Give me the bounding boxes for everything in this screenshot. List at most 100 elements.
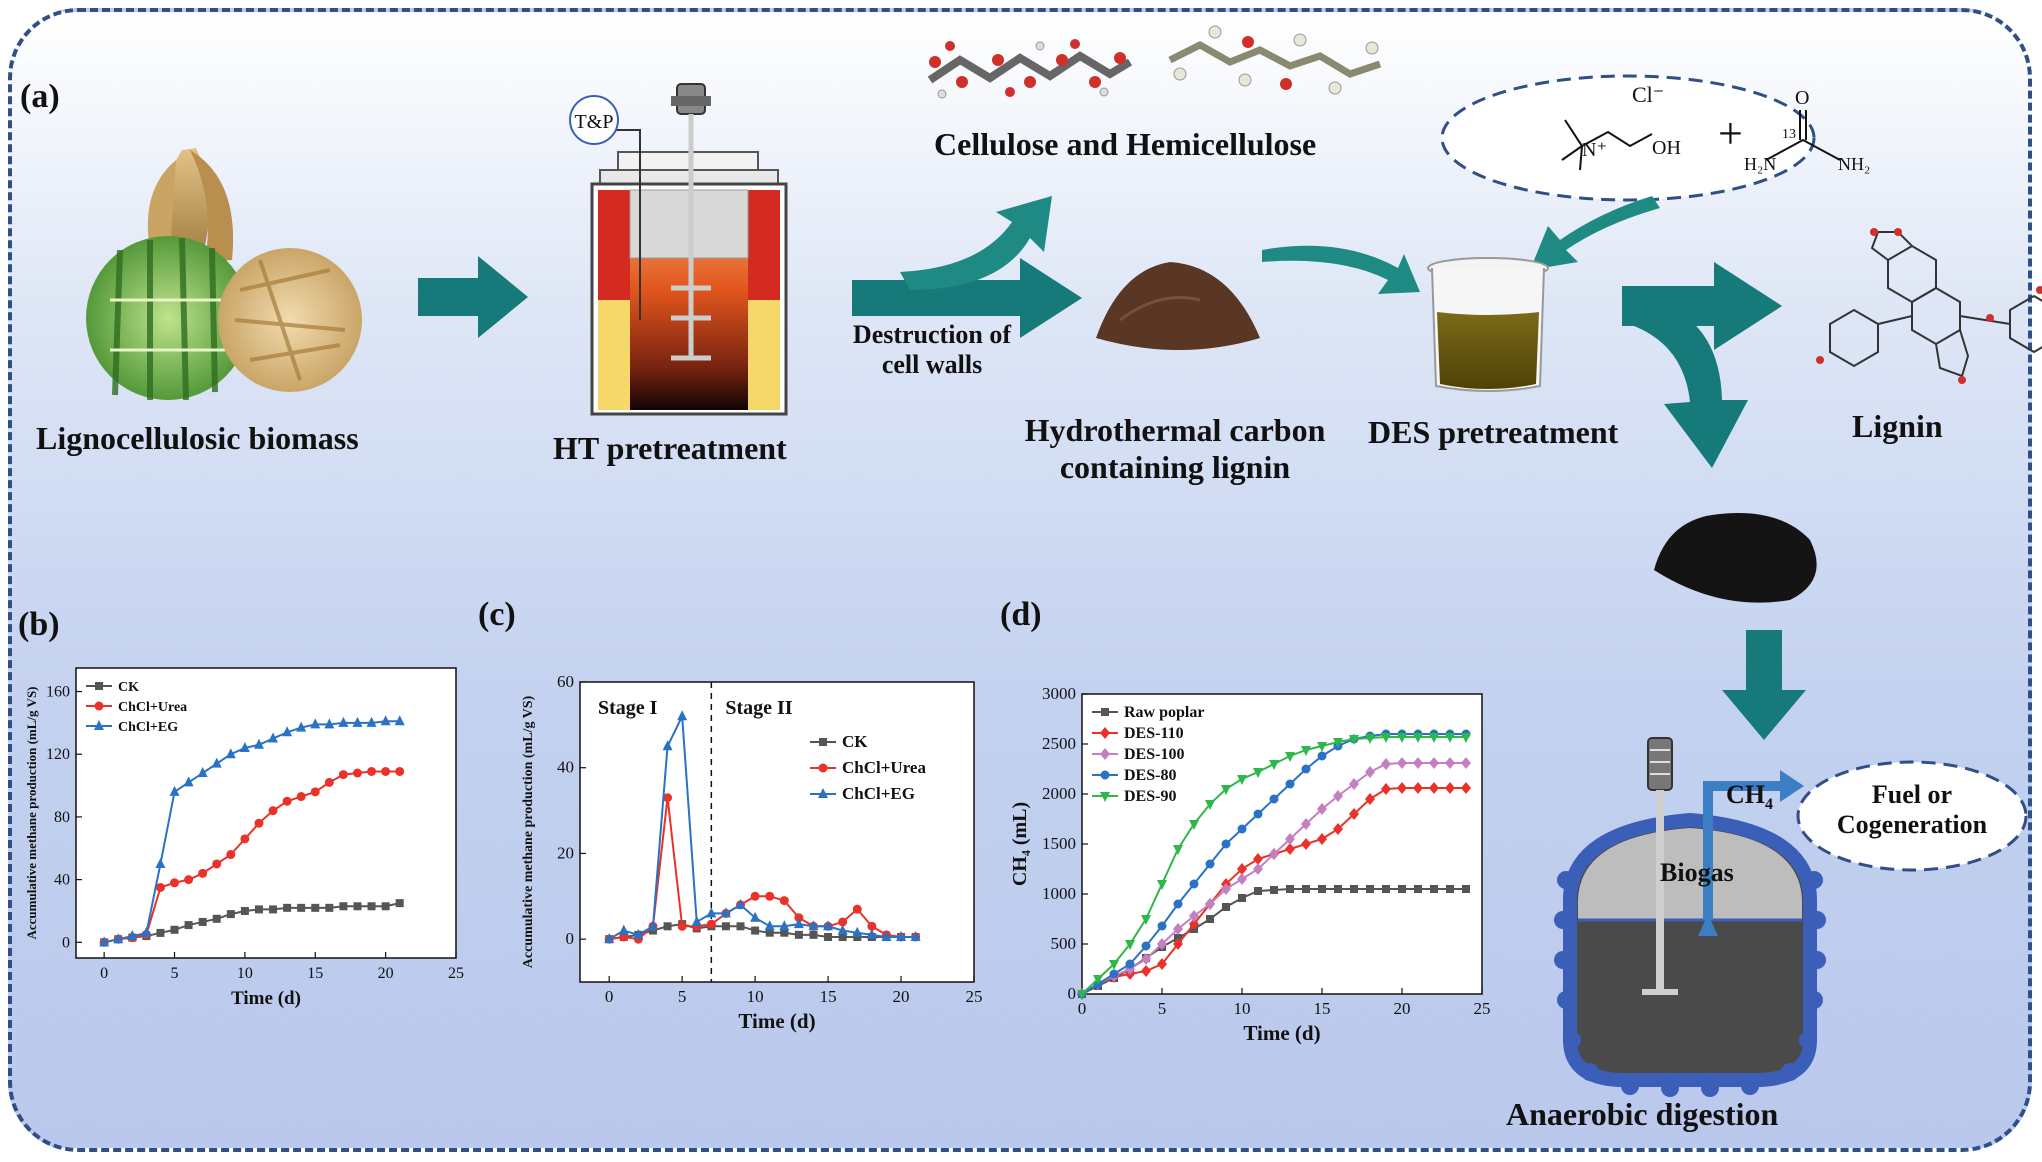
- data-point: [852, 904, 862, 914]
- data-point: [1269, 760, 1279, 770]
- arrow-to-digester: [1722, 630, 1806, 740]
- data-point: [1413, 757, 1423, 769]
- des-chemicals: Cl⁻ N⁺ OH + O 13 H₂N NH₂: [1440, 74, 1870, 202]
- fuel-line2: Cogeneration: [1836, 810, 1988, 839]
- data-point: [663, 793, 673, 803]
- data-point: [367, 902, 376, 911]
- data-point: [310, 718, 321, 729]
- amine-right-label: NH₂: [1838, 154, 1870, 174]
- data-point: [1269, 794, 1279, 804]
- series-line: [609, 797, 916, 941]
- data-point: [1189, 910, 1199, 922]
- label-anaerobic: Anaerobic digestion: [1506, 1096, 1779, 1132]
- data-point: [1382, 885, 1390, 893]
- data-point: [1221, 785, 1231, 795]
- hydroxyl-label: OH: [1652, 137, 1681, 159]
- label-destruction-line1: Destruction of: [852, 320, 1012, 349]
- data-point: [1206, 915, 1214, 923]
- data-point: [779, 920, 790, 931]
- data-point: [324, 777, 334, 787]
- data-point: [394, 715, 405, 726]
- y-tick-label: 160: [46, 684, 70, 701]
- residue-pile: [1654, 513, 1817, 603]
- data-point: [1334, 885, 1342, 893]
- data-point: [1221, 883, 1231, 895]
- label-lignin: Lignin: [1852, 408, 1943, 444]
- data-point: [381, 902, 390, 911]
- data-point: [1462, 885, 1470, 893]
- data-point: [1109, 960, 1119, 970]
- data-point: [268, 732, 279, 743]
- data-point: [1093, 975, 1103, 985]
- data-point: [1189, 820, 1199, 830]
- data-point: [254, 905, 263, 914]
- data-point: [896, 931, 907, 941]
- legend-entry: ChCl+EG: [842, 784, 915, 803]
- y-tick-label: 40: [557, 758, 574, 777]
- data-point: [352, 768, 362, 778]
- data-point: [1237, 873, 1247, 885]
- label-destruction-line2: cell walls: [881, 350, 983, 379]
- data-point: [1254, 887, 1262, 895]
- data-point: [211, 757, 222, 768]
- data-point: [1205, 800, 1215, 810]
- x-tick-label: 0: [1078, 999, 1087, 1018]
- data-point: [751, 926, 760, 935]
- data-point: [226, 850, 236, 860]
- data-point: [198, 868, 208, 878]
- y-tick-label: 120: [46, 746, 70, 763]
- data-point: [339, 902, 348, 911]
- data-point: [793, 918, 804, 929]
- data-point: [1430, 885, 1438, 893]
- legend-marker: [819, 738, 827, 746]
- data-point: [837, 924, 848, 935]
- data-point: [141, 926, 152, 937]
- legend-marker: [1100, 727, 1110, 739]
- y-tick-label: 0: [1068, 984, 1077, 1003]
- panel-label-b: (b): [18, 606, 60, 643]
- y-tick-label: 0: [566, 929, 575, 948]
- ammonium-label: N⁺: [1582, 139, 1607, 161]
- legend-marker: [1100, 748, 1110, 760]
- label-biomass: Lignocellulosic biomass: [36, 420, 359, 456]
- x-tick-label: 10: [1234, 999, 1251, 1018]
- y-tick-label: 3000: [1042, 684, 1076, 703]
- legend-entry: ChCl+Urea: [842, 758, 926, 777]
- data-point: [1333, 823, 1343, 835]
- data-point: [311, 903, 320, 912]
- data-point: [750, 911, 761, 922]
- x-tick-label: 20: [378, 965, 394, 982]
- data-point: [367, 766, 377, 776]
- arrow-to-lignin: [1622, 262, 1782, 350]
- data-point: [353, 902, 362, 911]
- data-point: [1398, 885, 1406, 893]
- amine-left-label: H₂N: [1744, 154, 1776, 174]
- x-tick-label: 10: [237, 965, 253, 982]
- y-tick-label: 500: [1051, 934, 1077, 953]
- data-point: [764, 920, 775, 931]
- data-point: [1461, 782, 1471, 794]
- data-point: [1253, 809, 1263, 819]
- data-point: [380, 715, 391, 726]
- series-line: [103, 770, 400, 944]
- data-point: [824, 933, 833, 941]
- ht-reactor: T&P: [569, 83, 788, 416]
- data-point: [823, 920, 834, 931]
- data-point: [1397, 733, 1407, 743]
- data-point: [1285, 833, 1295, 845]
- legend-marker: [1100, 770, 1110, 780]
- data-point: [197, 767, 208, 778]
- x-tick-label: 25: [448, 965, 464, 982]
- tp-label: T&P: [575, 111, 614, 133]
- panel-label-a: (a): [20, 78, 60, 115]
- data-point: [169, 785, 180, 796]
- data-point: [226, 910, 235, 919]
- data-point: [619, 932, 629, 942]
- data-point: [1381, 783, 1391, 795]
- data-point: [1285, 752, 1295, 762]
- y-tick-label: 1000: [1042, 884, 1076, 903]
- data-point: [1381, 733, 1391, 743]
- data-point: [1445, 733, 1455, 743]
- data-point: [794, 913, 804, 923]
